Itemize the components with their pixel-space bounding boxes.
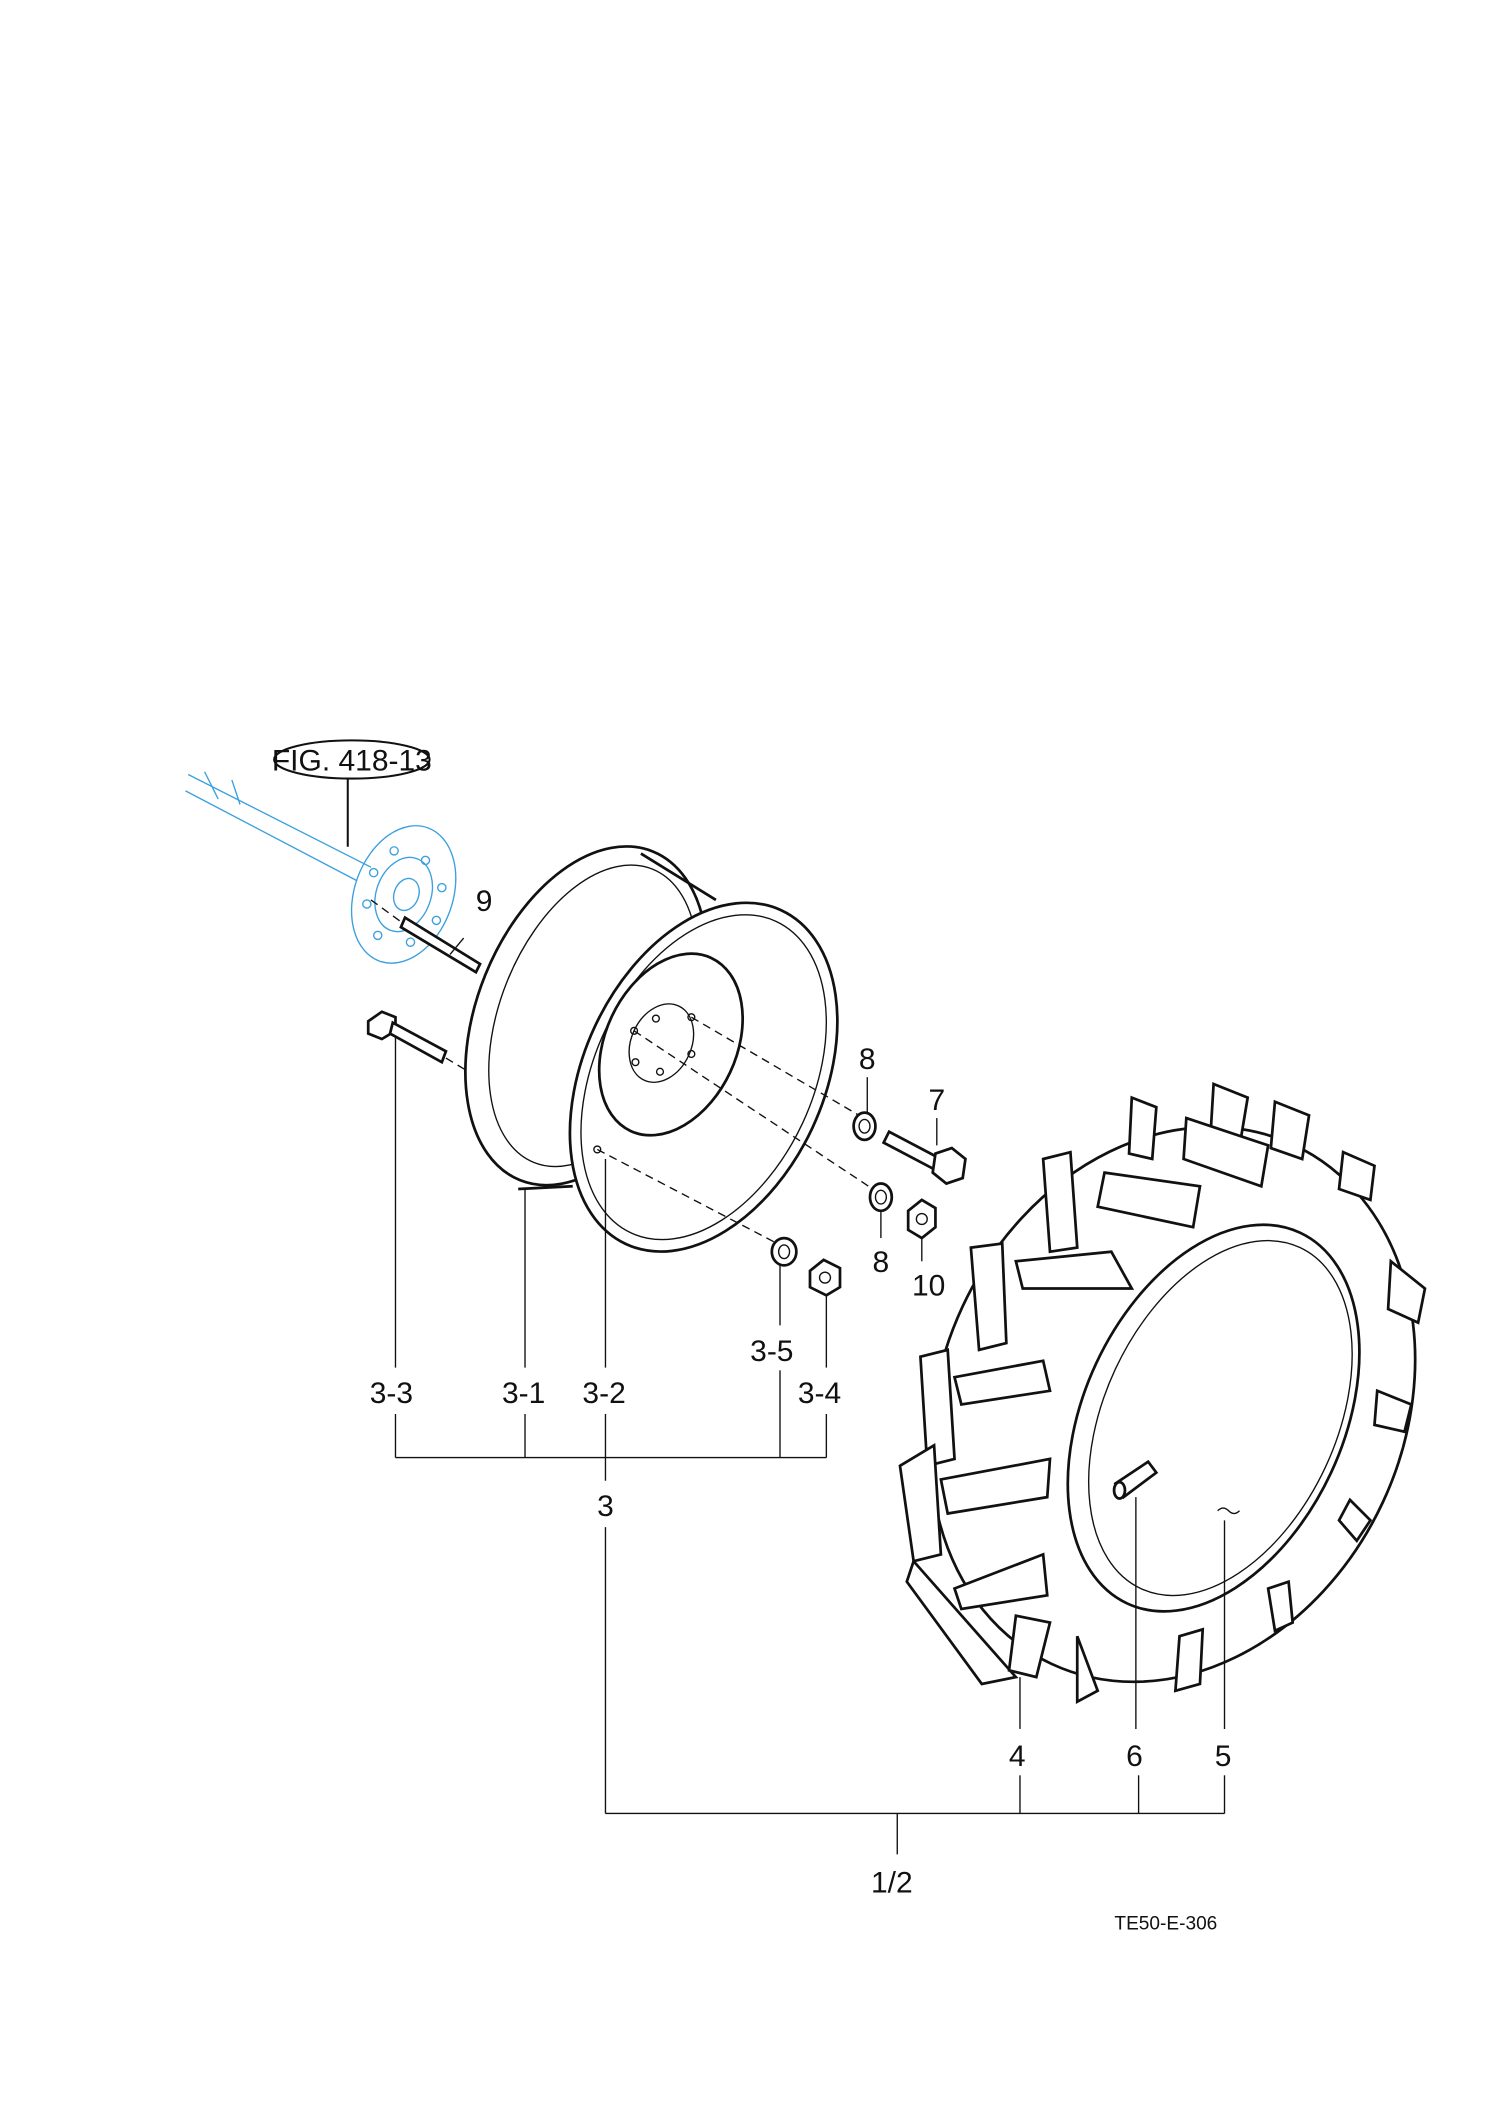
figure-reference-label: FIG. 418-13 bbox=[272, 744, 432, 777]
callout-7[interactable]: 7 bbox=[928, 1084, 945, 1117]
callout-3-1[interactable]: 3-1 bbox=[502, 1377, 545, 1410]
leader-lines bbox=[394, 937, 1226, 1855]
part-3-2-disc bbox=[568, 901, 874, 1253]
axle-shaft-reference bbox=[185, 771, 457, 964]
callout-8-lower[interactable]: 8 bbox=[873, 1246, 890, 1279]
callout-3-3[interactable]: 3-3 bbox=[370, 1377, 413, 1410]
part-3-5-washer bbox=[770, 1236, 798, 1267]
callout-3-2[interactable]: 3-2 bbox=[582, 1377, 625, 1410]
callout-1-2[interactable]: 1/2 bbox=[871, 1867, 913, 1900]
callout-3[interactable]: 3 bbox=[597, 1490, 614, 1523]
callout-3-4[interactable]: 3-4 bbox=[798, 1377, 841, 1410]
part-4-tire bbox=[898, 1082, 1427, 1704]
part-10-nut bbox=[906, 1198, 937, 1240]
part-3-3-bolt bbox=[366, 1010, 467, 1071]
callout-9[interactable]: 9 bbox=[476, 885, 493, 918]
callout-5[interactable]: 5 bbox=[1215, 1740, 1232, 1773]
callout-4[interactable]: 4 bbox=[1009, 1740, 1026, 1773]
drawing-code: TE50-E-306 bbox=[1114, 1913, 1217, 1934]
callout-6[interactable]: 6 bbox=[1126, 1740, 1143, 1773]
part-6-valve bbox=[1112, 1459, 1159, 1500]
figure-reference-callout[interactable]: FIG. 418-13 bbox=[272, 739, 432, 847]
callout-10[interactable]: 10 bbox=[912, 1269, 945, 1302]
part-7-bolt bbox=[881, 1129, 967, 1186]
part-5-tube bbox=[1217, 1507, 1240, 1515]
part-8-washer-upper bbox=[852, 1111, 877, 1142]
callout-3-5[interactable]: 3-5 bbox=[750, 1335, 793, 1368]
part-8-washer-lower bbox=[868, 1182, 894, 1213]
part-3-4-nut bbox=[808, 1258, 842, 1297]
callout-8-upper[interactable]: 8 bbox=[859, 1043, 876, 1076]
